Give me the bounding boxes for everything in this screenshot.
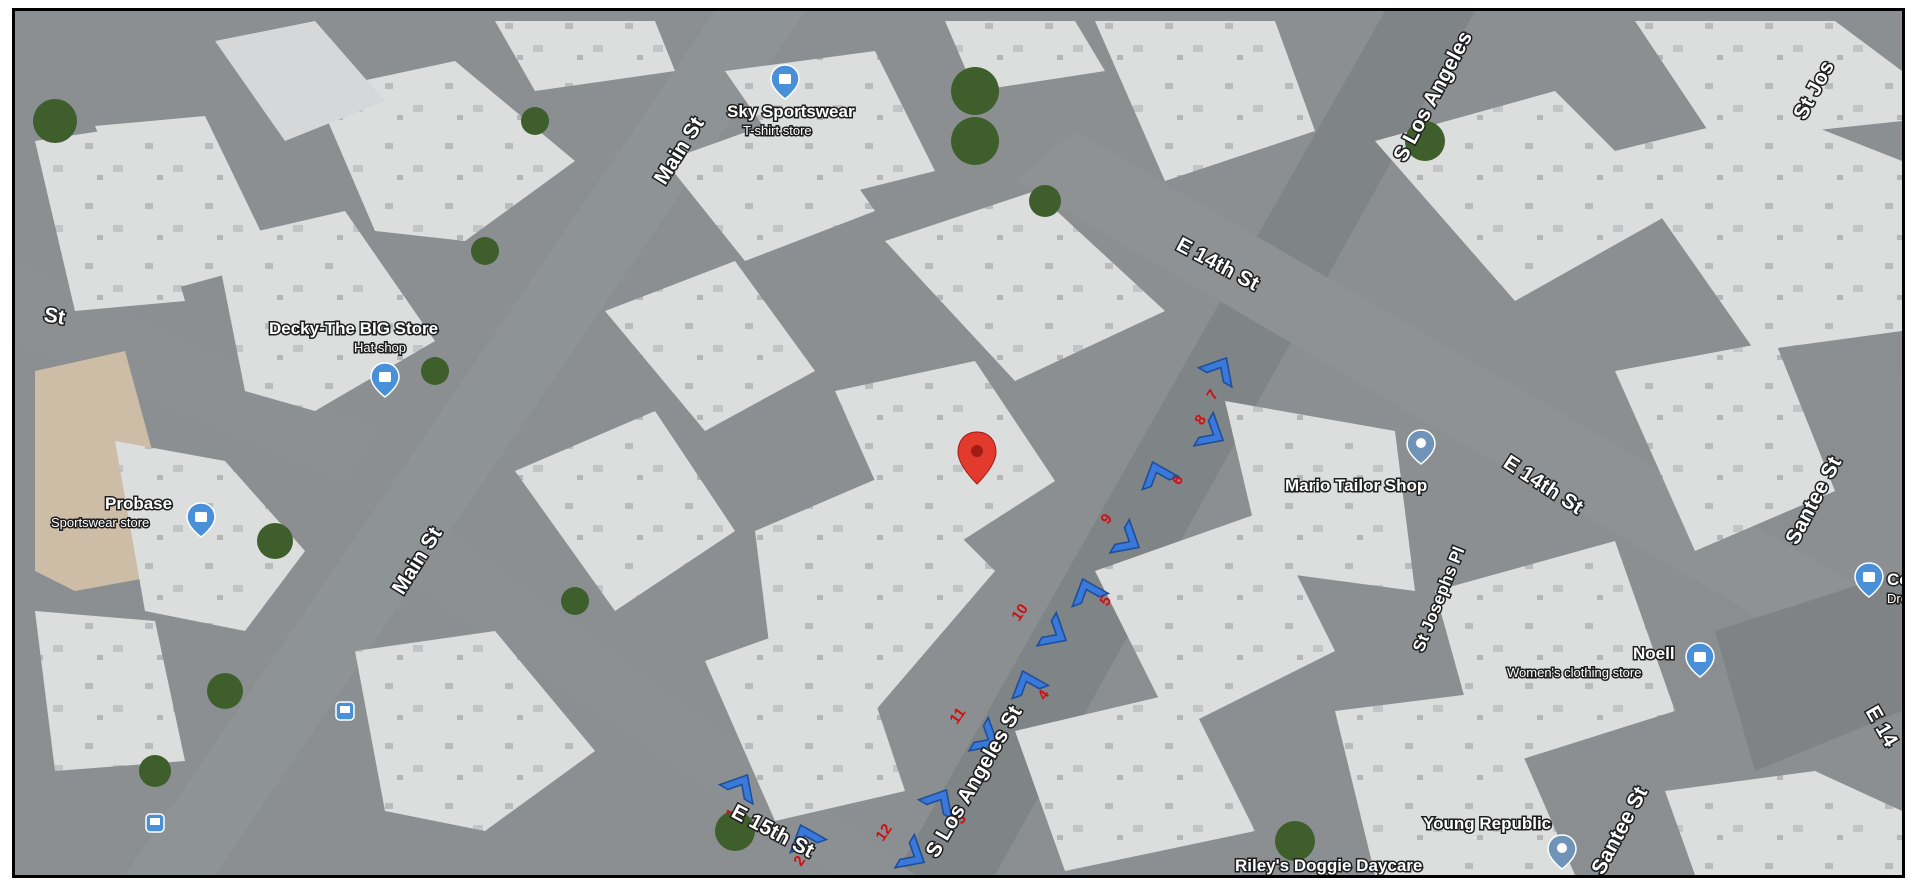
place-category: Sportswear store <box>51 515 149 530</box>
shopping-bag-icon <box>370 362 400 398</box>
shop-pin-co[interactable]: Co Dres <box>1854 562 1902 608</box>
place-pin-rileys-doggie-daycare[interactable]: Riley's Doggie Daycare <box>1234 855 1424 876</box>
west-st-road <box>15 261 375 481</box>
building-block <box>115 441 305 631</box>
shop-pin-noell[interactable]: Noell Women's clothing store <box>1506 642 1715 682</box>
building-block <box>1665 771 1902 875</box>
tree <box>1405 121 1445 161</box>
direction-chevron-icon[interactable]: 12 <box>872 821 933 875</box>
place-name: Young Republic <box>1423 814 1551 833</box>
building-block <box>215 21 385 141</box>
building-block <box>1375 91 1675 301</box>
place-name: Sky Sportswear <box>727 102 855 121</box>
tree <box>421 357 449 385</box>
place-category: Women's clothing store <box>1507 665 1641 680</box>
tree <box>1275 821 1315 861</box>
place-pin-icon <box>1547 834 1577 870</box>
buildings <box>35 21 1902 875</box>
tree <box>139 755 171 787</box>
building-block <box>495 21 675 91</box>
building-block <box>215 211 435 411</box>
tree <box>257 523 293 559</box>
building-block <box>1095 511 1335 731</box>
tree <box>1029 185 1061 217</box>
building-block <box>605 261 815 431</box>
roads <box>15 11 1902 875</box>
e-14th-st-road <box>1015 131 1902 701</box>
building-block <box>1095 21 1315 181</box>
trees <box>33 67 1445 861</box>
place-name: Riley's Doggie Daycare <box>1235 856 1422 875</box>
place-category: T-shirt store <box>743 123 812 138</box>
shop-pin-probase[interactable]: Probase Sportswear store <box>50 493 216 538</box>
building-block <box>35 611 185 771</box>
bus-stop-icon[interactable] <box>335 701 355 721</box>
place-name: Co <box>1887 570 1902 589</box>
building-block <box>705 611 905 821</box>
place-name: Decky-The BIG Store <box>269 319 438 338</box>
main-st-road <box>125 11 805 875</box>
shopping-bag-icon <box>1685 642 1715 678</box>
place-name: Probase <box>105 494 172 513</box>
building-block <box>1715 571 1902 771</box>
place-pin-icon <box>1406 429 1436 465</box>
building-block <box>1615 111 1902 351</box>
building-block <box>1015 691 1255 871</box>
tree <box>715 811 755 851</box>
shop-pin-sky-sportswear[interactable]: Sky Sportswear T-shirt store <box>726 64 856 140</box>
tree <box>951 117 999 165</box>
tree <box>951 67 999 115</box>
place-name: Mario Tailor Shop <box>1285 476 1427 495</box>
bus-stop-icon[interactable] <box>145 813 165 833</box>
building-block <box>355 631 595 831</box>
street-label-st: St <box>42 303 67 329</box>
shopping-bag-icon <box>186 502 216 538</box>
route-step-number: 12 <box>872 821 895 844</box>
tree <box>207 673 243 709</box>
shopping-bag-icon <box>1854 562 1884 598</box>
building-block <box>1615 341 1835 551</box>
tree <box>33 99 77 143</box>
direction-chevron-icon[interactable]: 10 <box>1008 601 1075 657</box>
place-markers: Sky Sportswear T-shirt store Decky-The B… <box>50 64 1902 876</box>
building-block <box>1335 691 1575 875</box>
shopping-bag-icon <box>770 64 800 100</box>
location-pin-icon[interactable] <box>957 431 997 485</box>
tree <box>561 587 589 615</box>
building-block <box>1635 21 1902 141</box>
building-block <box>315 61 575 241</box>
place-category: Dres <box>1887 591 1902 606</box>
place-category: Hat shop <box>354 340 406 355</box>
route-step-number: 10 <box>1008 601 1031 624</box>
shop-pin-decky-the-big-store[interactable]: Decky-The BIG Store Hat shop <box>268 318 440 398</box>
tree <box>471 237 499 265</box>
building-block <box>835 361 1055 571</box>
building-block <box>885 191 1165 381</box>
place-name: Noell <box>1633 644 1675 663</box>
tree <box>521 107 549 135</box>
place-pin-young-republic[interactable]: Young Republic <box>1422 813 1577 870</box>
los-angeles-st-road <box>895 11 1475 875</box>
place-pin-mario-tailor-shop[interactable]: Mario Tailor Shop <box>1284 429 1436 497</box>
building-block <box>515 411 735 611</box>
